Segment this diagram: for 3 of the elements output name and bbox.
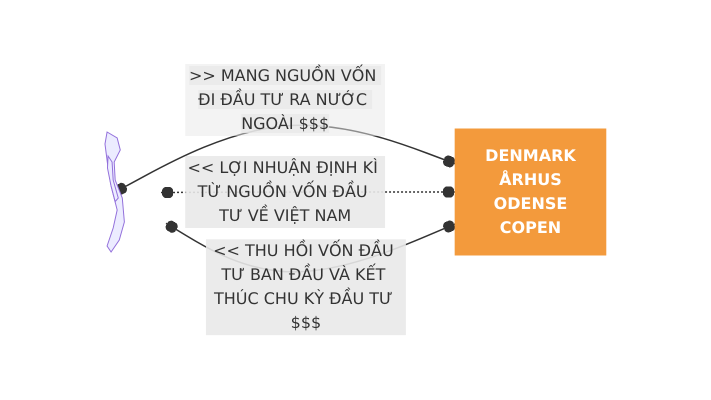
edge-label: >> MANG NGUỒN VỐN ĐI ĐẦU TƯ RA NƯỚC NGOÀI $$$ bbox=[189, 66, 376, 134]
edge-label: << LỢI NHUẬN ĐỊNH KÌ TỪ NGUỒN VỐN ĐẦU TƯ VỀ VIỆT NAM bbox=[188, 158, 378, 226]
edge-label: << THU HỒI VỐN ĐẦU TƯ BAN ĐẦU VÀ KẾT THÚC CHU KỲ ĐẦU TƯ $$$ bbox=[213, 242, 394, 333]
